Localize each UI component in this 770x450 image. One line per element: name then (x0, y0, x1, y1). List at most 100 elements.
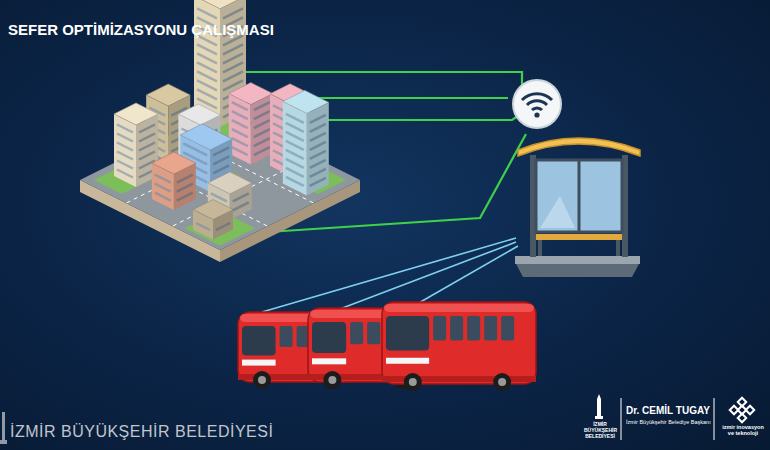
window-row (310, 178, 326, 186)
window-row (310, 142, 326, 150)
window-row (183, 143, 207, 155)
window-row (177, 175, 193, 183)
window-row (177, 193, 193, 201)
building-face (114, 114, 136, 187)
window-row (232, 147, 248, 155)
window-row (117, 161, 133, 169)
window-row (286, 141, 304, 150)
window-row (117, 152, 133, 160)
bus-wheel (493, 373, 511, 391)
window-row (213, 147, 229, 155)
bus-window (433, 316, 446, 341)
window-row (223, 44, 243, 54)
bus-window (501, 316, 514, 341)
window-row (139, 125, 155, 133)
window-row (213, 156, 229, 164)
bus-wheel (253, 371, 271, 389)
building-face (307, 102, 329, 195)
bus-window (450, 316, 463, 341)
building-face (251, 94, 273, 165)
window-row (155, 184, 171, 192)
window-row (286, 114, 304, 123)
mayor-name: Dr. CEMİL TUGAY (626, 405, 710, 416)
window-row (233, 193, 249, 201)
bus-bumper (312, 358, 346, 364)
window-row (223, 71, 243, 81)
bus-windshield (312, 322, 346, 353)
window-row (310, 115, 326, 123)
building-roof (229, 83, 273, 105)
window-row (197, 44, 217, 54)
window-row (286, 168, 304, 177)
logo-caption: İZMİR BÜYÜKŞEHİR BELEDİYESİ (584, 422, 616, 439)
window-row (286, 132, 304, 141)
window-row (139, 143, 155, 151)
building-roof (208, 172, 252, 194)
building-roof (194, 0, 246, 9)
window-row (213, 165, 229, 173)
bus-windshield (242, 326, 276, 355)
window-row (117, 170, 133, 178)
window-row (232, 138, 248, 146)
bus-windshield (386, 316, 429, 350)
window-row (232, 102, 248, 110)
window-row (254, 147, 270, 155)
buses (238, 302, 536, 391)
bus-stop (515, 138, 640, 277)
window-row (117, 143, 133, 151)
window-row (223, 53, 243, 63)
bus-hub (328, 376, 336, 384)
window-row (286, 123, 304, 132)
bus-window (467, 316, 480, 341)
window-row (117, 134, 133, 142)
city-illustration (80, 0, 360, 262)
window-row (223, 62, 243, 72)
bus-wheel (323, 371, 341, 389)
window-row (233, 202, 249, 210)
window-row (286, 177, 304, 186)
window-row (254, 120, 270, 128)
brand-caption: izmir inovasyon ve teknoloji (722, 424, 764, 437)
bus-window (350, 322, 363, 344)
window-row (254, 111, 270, 119)
window-row (177, 184, 193, 192)
window-row (310, 169, 326, 177)
bus-body (382, 302, 536, 384)
building-roof (178, 104, 220, 125)
window-row (310, 133, 326, 141)
window-row (310, 160, 326, 168)
window-row (155, 175, 171, 183)
bus-roof (384, 304, 534, 312)
window-row (155, 193, 171, 201)
mayor-title: İzmir Büyükşehir Belediye Başkanı (626, 419, 711, 425)
window-row (197, 80, 217, 90)
window-row (286, 159, 304, 168)
window-row (196, 223, 210, 230)
tower-icon (0, 412, 7, 444)
window-row (254, 129, 270, 137)
window-row (197, 89, 217, 99)
window-row (197, 8, 217, 18)
watermark: İZMİR BÜYÜKŞEHİR BELEDİYESİ (10, 423, 273, 441)
bus-hub (409, 378, 417, 386)
building-roof (283, 90, 329, 113)
window-row (139, 134, 155, 142)
bus-wheel (404, 373, 422, 391)
building-roof (193, 200, 233, 220)
bus-hub (258, 376, 266, 384)
signal-lines (262, 238, 518, 312)
window-row (310, 124, 326, 132)
window-row (232, 111, 248, 119)
window-row (197, 53, 217, 63)
window-row (139, 152, 155, 160)
window-row (232, 129, 248, 137)
title: SEFER OPTİMİZASYONU ÇALIŞMASI (8, 21, 274, 38)
window-row (254, 138, 270, 146)
window-row (117, 125, 133, 133)
bus-window (367, 322, 380, 344)
bus-window (484, 316, 497, 341)
window-row (232, 120, 248, 128)
bus-hub (498, 378, 506, 386)
window-row (197, 71, 217, 81)
